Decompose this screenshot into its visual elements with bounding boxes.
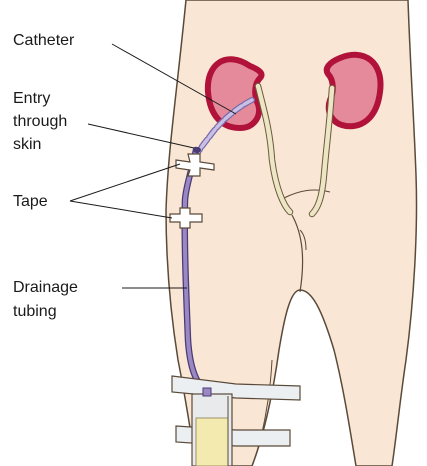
entry-label-line3: skin (13, 136, 41, 153)
drainage-label-line2: tubing (13, 303, 57, 320)
catheter-label: Catheter (13, 32, 75, 49)
tape-leader-lower (70, 201, 172, 218)
tape-leader-upper (70, 164, 180, 201)
entry-label-line2: through (13, 113, 67, 130)
entry-label-line1: Entry (13, 90, 50, 107)
drainage-label-line1: Drainage (13, 279, 78, 296)
tape-label: Tape (13, 193, 48, 210)
drainage-bag (192, 388, 232, 466)
left-kidney (208, 59, 262, 128)
